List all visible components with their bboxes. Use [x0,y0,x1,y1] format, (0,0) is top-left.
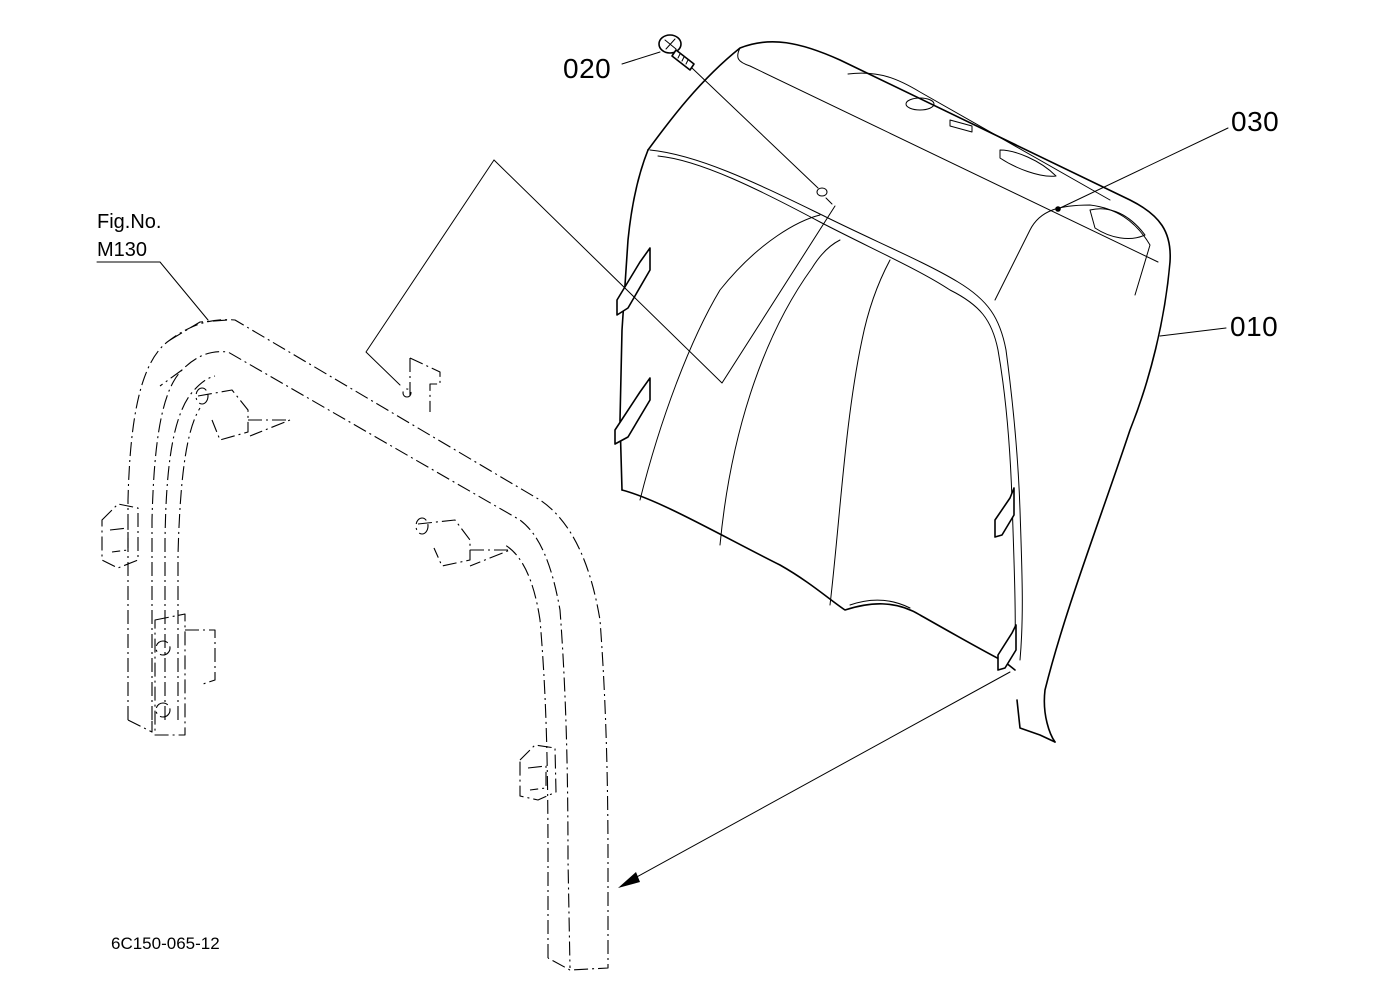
callout-030-label: 030 [1231,106,1280,137]
part-010-cover-panel [614,40,1171,743]
frame-m130-phantom [101,319,609,971]
figure-ref-line1: Fig.No. [97,211,162,233]
figure-ref-line2: M130 [97,239,148,261]
callout-020-label: 020 [563,53,612,84]
drawing-code: 6C150-065-12 [111,934,220,953]
part-030-label [994,204,1151,301]
part-020-screw [658,34,828,197]
callout-leaders [96,51,1229,337]
assembly-lines [365,67,1011,888]
callout-010-label: 010 [1230,311,1279,342]
